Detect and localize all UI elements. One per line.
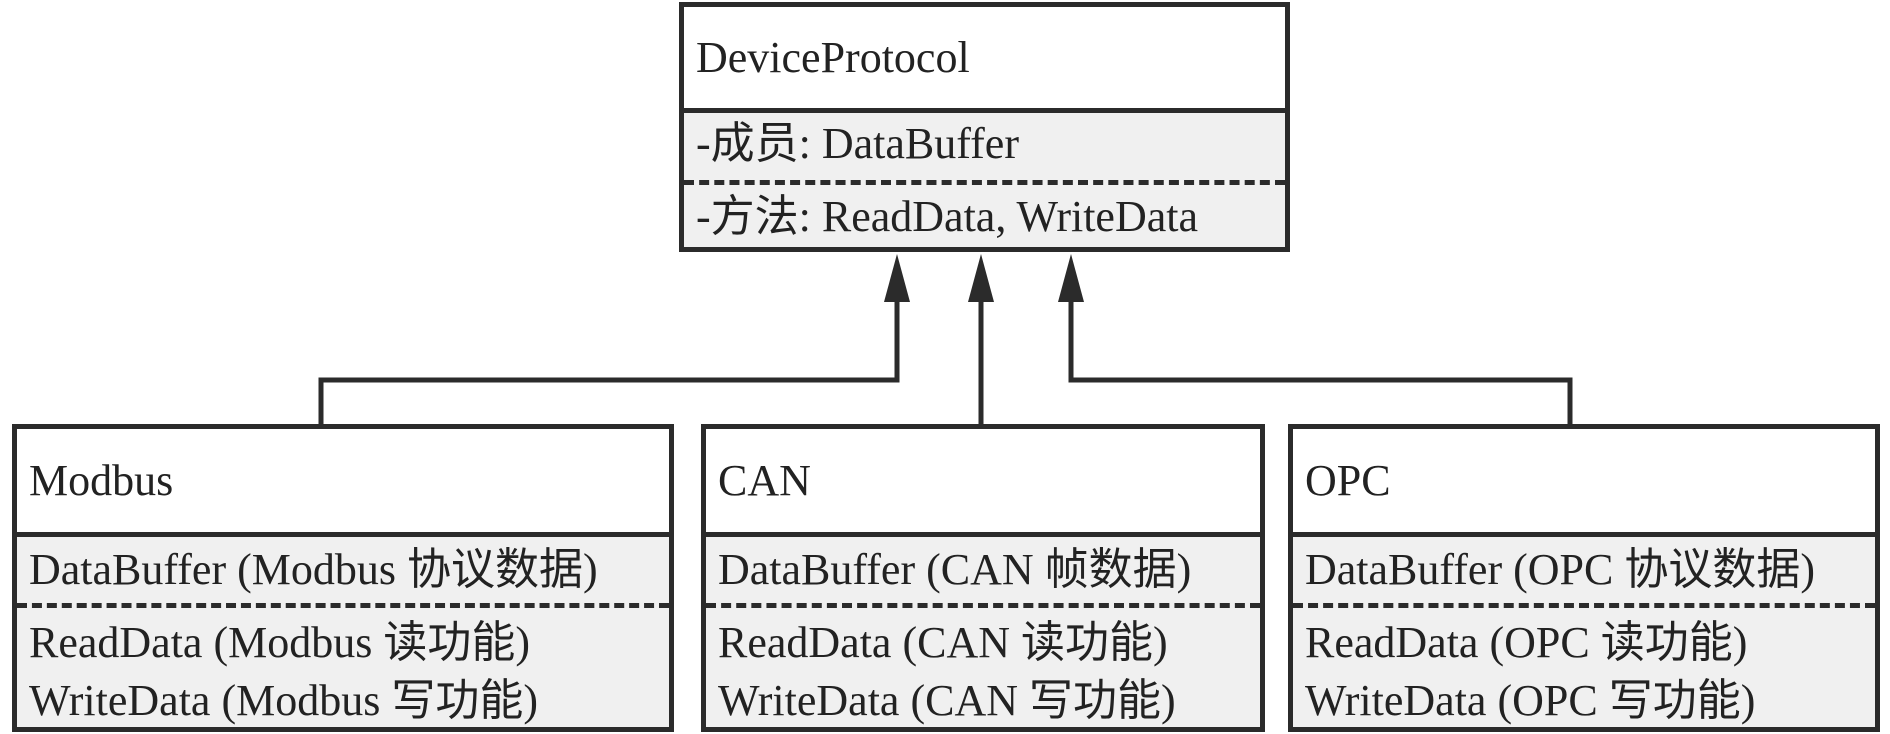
inheritance-line-opc [1068,300,1573,424]
class-methods: ReadData (CAN 读功能) WriteData (CAN 写功能) [706,608,1260,730]
class-attributes: DataBuffer (OPC 协议数据) [1293,537,1875,608]
method-read: ReadData (Modbus 读功能) [29,618,531,667]
class-attributes: DataBuffer (CAN 帧数据) [706,537,1260,608]
class-deviceprotocol: DeviceProtocol -成员: DataBuffer -方法: Read… [679,2,1290,252]
class-opc: OPC DataBuffer (OPC 协议数据) ReadData (OPC … [1288,424,1880,732]
class-modbus: Modbus DataBuffer (Modbus 协议数据) ReadData… [12,424,674,732]
method-write: WriteData (CAN 写功能) [718,676,1176,725]
class-name: Modbus [17,429,669,537]
class-attributes: DataBuffer (Modbus 协议数据) [17,537,669,608]
class-methods: ReadData (Modbus 读功能) WriteData (Modbus … [17,608,669,730]
class-can: CAN DataBuffer (CAN 帧数据) ReadData (CAN 读… [701,424,1265,732]
inheritance-line-modbus [318,300,900,424]
arrowhead-can [968,254,994,302]
class-methods: -方法: ReadData, WriteData [696,192,1199,241]
arrowhead-modbus [884,254,910,302]
method-write: WriteData (Modbus 写功能) [29,676,539,725]
method-read: ReadData (OPC 读功能) [1305,618,1748,667]
class-methods: ReadData (OPC 读功能) WriteData (OPC 写功能) [1293,608,1875,730]
class-name: DeviceProtocol [684,7,1285,113]
arrowhead-opc [1058,254,1084,302]
method-read: ReadData (CAN 读功能) [718,618,1168,667]
method-write: WriteData (OPC 写功能) [1305,676,1756,725]
class-name: CAN [706,429,1260,537]
class-attributes: -成员: DataBuffer [684,113,1285,185]
class-name: OPC [1293,429,1875,537]
